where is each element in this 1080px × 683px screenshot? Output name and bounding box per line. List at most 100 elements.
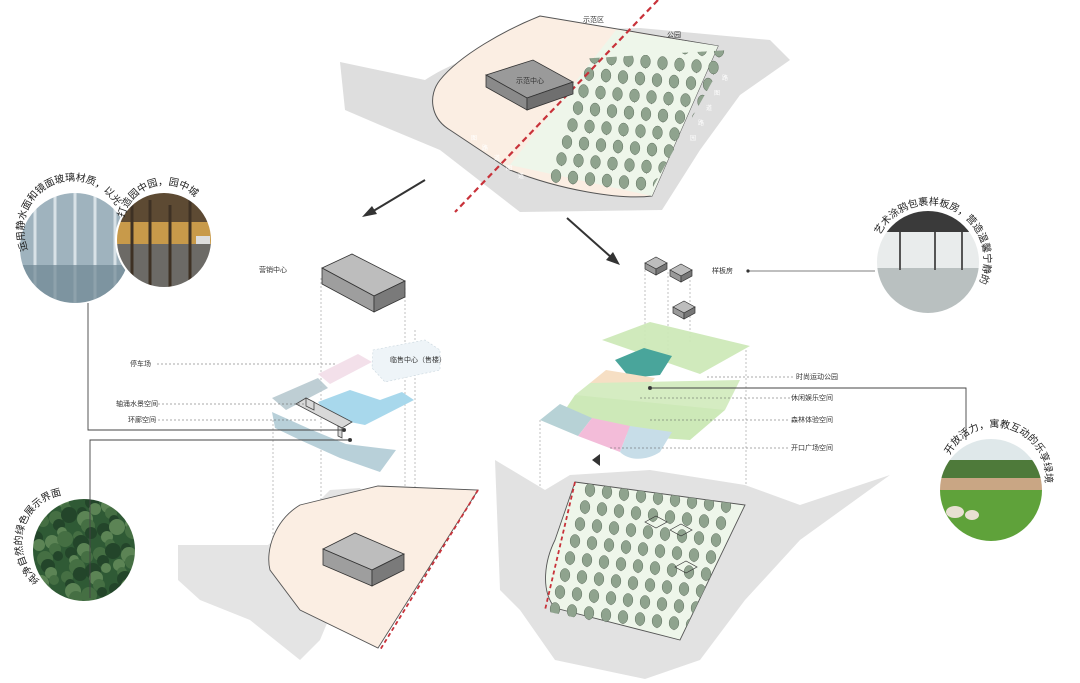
forest-texture [85, 527, 97, 539]
tree-canopy [668, 74, 680, 89]
tree-canopy [618, 122, 629, 137]
forest-texture [49, 575, 59, 585]
tree-canopy [644, 578, 656, 592]
forest-texture [53, 551, 63, 561]
tree-canopy [624, 158, 635, 172]
tree-canopy [630, 506, 642, 520]
top-red-boundary [454, 0, 659, 213]
split-arrows [362, 179, 620, 265]
left-pink-layer [318, 354, 372, 384]
tree-canopy [571, 587, 583, 601]
tree-canopy [590, 155, 601, 169]
left-bottom-red-boundary [379, 489, 479, 651]
tree-canopy [595, 85, 606, 100]
tree-canopy [659, 527, 671, 541]
tree-canopy [680, 93, 691, 107]
tree-canopy [640, 54, 651, 69]
tree-canopy [584, 483, 596, 497]
tree-canopy [700, 567, 712, 581]
forest-texture [89, 503, 101, 515]
tree-canopy [674, 57, 685, 72]
top-building-block [485, 59, 574, 111]
tree-canopy [646, 142, 658, 157]
tree-canopy [693, 531, 705, 545]
right-bottom-trees [549, 483, 732, 633]
tree-canopy [618, 487, 630, 501]
left-building-block [321, 253, 406, 313]
forest-texture [33, 539, 45, 551]
left-label-water: 轴涌水景空间 [116, 399, 158, 408]
tree-canopy [629, 141, 641, 155]
tree-canopy [657, 108, 669, 123]
road-mark: 图 [506, 165, 512, 172]
tree-canopy [600, 68, 612, 83]
right-green-top [602, 322, 750, 374]
tree-canopy [578, 84, 589, 98]
tree-canopy [578, 136, 590, 151]
tree-canopy [566, 604, 578, 618]
tree-canopy [669, 127, 680, 141]
tree-canopy [646, 90, 657, 104]
road-mark: 图 [471, 135, 477, 142]
tree-canopy [639, 595, 651, 609]
tree-canopy [688, 548, 700, 562]
left-label-parking: 停车场 [130, 359, 151, 368]
tree-canopy [651, 73, 663, 87]
tree-canopy [696, 50, 708, 56]
tree-canopy [627, 576, 639, 590]
tree-canopy [601, 121, 612, 135]
right-bottom-pavilion-outlines [644, 515, 698, 574]
tree-canopy [651, 614, 663, 628]
tree-canopy [610, 574, 622, 588]
tree-canopy [698, 514, 710, 528]
road-mark: 图 [714, 90, 720, 97]
tree-canopy [681, 512, 693, 526]
photo-circle-pavilion [875, 209, 981, 315]
right-bottom-red-boundary [544, 481, 576, 611]
tree-canopy [620, 540, 632, 554]
left-label-corridor: 环廊空间 [128, 415, 156, 424]
road-mark: 路 [698, 119, 704, 127]
road-mark: 路 [722, 74, 728, 82]
right-grey-block [540, 404, 592, 436]
forest-texture [101, 563, 111, 573]
tree-canopy [642, 525, 654, 539]
forest-texture [61, 507, 77, 523]
left-water-layer [318, 390, 414, 425]
tree-canopy [617, 610, 629, 624]
right-exploded-plan: 样板房 时尚运动公园 休闲娱乐空间 森林体验空间 开口广场空间 [495, 256, 890, 679]
left-grey-band [272, 378, 328, 410]
tree-canopy [608, 521, 620, 535]
tree-canopy [600, 608, 612, 622]
tree-canopy [683, 565, 695, 579]
tree-canopy [635, 176, 647, 191]
top-zone-label-a: 示范区 [583, 15, 604, 24]
forest-texture [73, 567, 87, 581]
tree-canopy [589, 102, 601, 117]
tree-canopy [673, 599, 685, 613]
photo-connectors [87, 303, 967, 598]
road-mark: 道 [706, 104, 712, 112]
tree-canopy [692, 164, 703, 178]
tree-canopy [572, 101, 584, 115]
tree-canopy [561, 135, 573, 149]
tree-canopy [715, 516, 727, 530]
forest-texture [37, 583, 51, 597]
pavilion-label: 样板房 [712, 266, 733, 275]
tree-canopy [640, 107, 652, 121]
tree-canopy [710, 533, 722, 547]
tree-canopy [708, 60, 719, 75]
tree-canopy [632, 559, 644, 573]
tree-canopy [641, 159, 652, 174]
tree-canopy [674, 110, 686, 124]
tree-canopy [656, 597, 668, 611]
tree-canopy [613, 504, 625, 518]
right-teal-area [615, 348, 672, 378]
road-mark: 道 [494, 154, 500, 162]
tree-canopy [579, 500, 591, 514]
tree-canopy [623, 105, 635, 120]
right-label-sport-park: 时尚运动公园 [796, 372, 838, 381]
left-temp-center-area [371, 339, 441, 383]
tree-canopy [612, 139, 624, 154]
